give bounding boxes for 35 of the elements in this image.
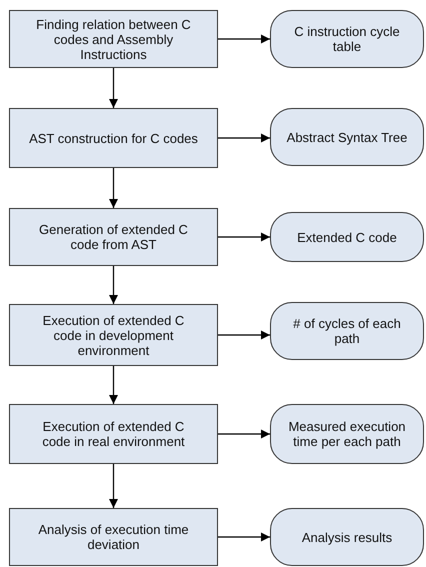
node-text: C instruction cycle table <box>293 24 401 54</box>
arrow <box>218 232 270 242</box>
arrow <box>218 34 270 44</box>
node-text: Extended C code <box>296 230 398 244</box>
output-terminal <box>270 108 424 166</box>
node-text: Execution of extended C code in real environment <box>41 419 186 449</box>
arrow <box>218 430 270 438</box>
node-text: AST construction for C codes <box>28 130 199 146</box>
arrow <box>109 168 118 208</box>
process-box <box>9 404 218 464</box>
node-text: Generation of extended C code from AST <box>38 222 189 252</box>
node-text: Analysis of execution time deviation <box>37 522 190 552</box>
arrow <box>218 330 270 340</box>
output-terminal <box>270 10 424 68</box>
process-box <box>9 304 218 366</box>
output-terminal <box>270 404 424 464</box>
node-text: Finding relation between C codes and Assembly Instructions <box>35 16 192 62</box>
output-terminal <box>270 508 424 566</box>
arrow <box>109 464 118 508</box>
process-box <box>9 508 218 566</box>
output-terminal <box>270 212 424 262</box>
arrow <box>218 134 270 142</box>
node-text: Analysis results <box>300 530 394 544</box>
process-box <box>9 10 218 68</box>
node-text: Measured execution time per each path <box>287 419 407 449</box>
node-text: Abstract Syntax Tree <box>286 130 408 144</box>
node-text: # of cycles of each path <box>292 316 402 346</box>
arrow <box>109 266 118 304</box>
process-box <box>9 208 218 266</box>
process-box <box>9 108 218 168</box>
arrow <box>218 532 270 542</box>
arrow <box>109 366 118 404</box>
node-text: Execution of extended C code in development environment <box>42 312 186 358</box>
arrow <box>109 68 118 108</box>
output-terminal <box>270 302 424 360</box>
